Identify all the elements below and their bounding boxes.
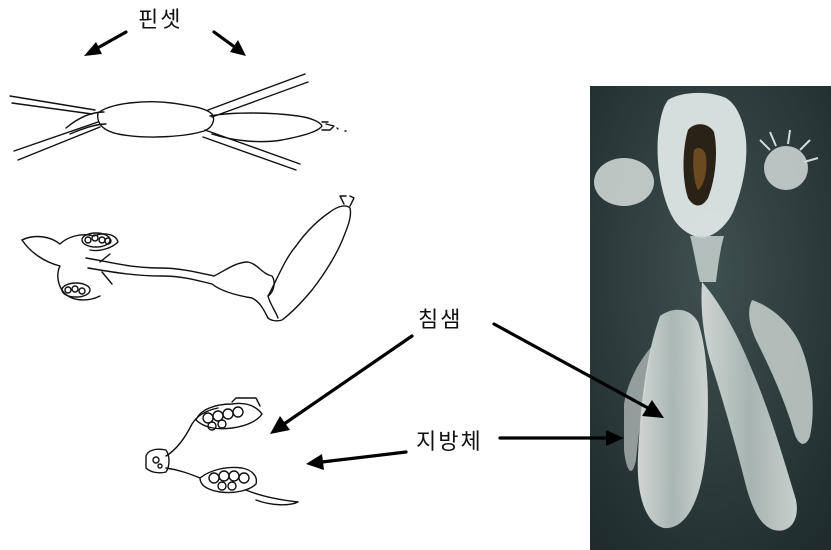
arrow-forceps-left — [94, 32, 126, 50]
label-forceps: 핀셋 — [138, 2, 182, 34]
arrow-fatbody-drawing — [322, 452, 406, 462]
arrow-forceps-right — [214, 32, 236, 48]
pointer-arrows — [84, 32, 664, 470]
gut-drawing — [22, 196, 354, 321]
forceps-drawing — [10, 74, 346, 170]
arrow-salivary-drawing — [284, 336, 412, 424]
label-salivary-gland: 침샘 — [418, 302, 462, 334]
dissection-photo — [590, 86, 831, 550]
gland-drawing — [146, 398, 298, 505]
label-fat-body: 지방체 — [416, 424, 483, 456]
